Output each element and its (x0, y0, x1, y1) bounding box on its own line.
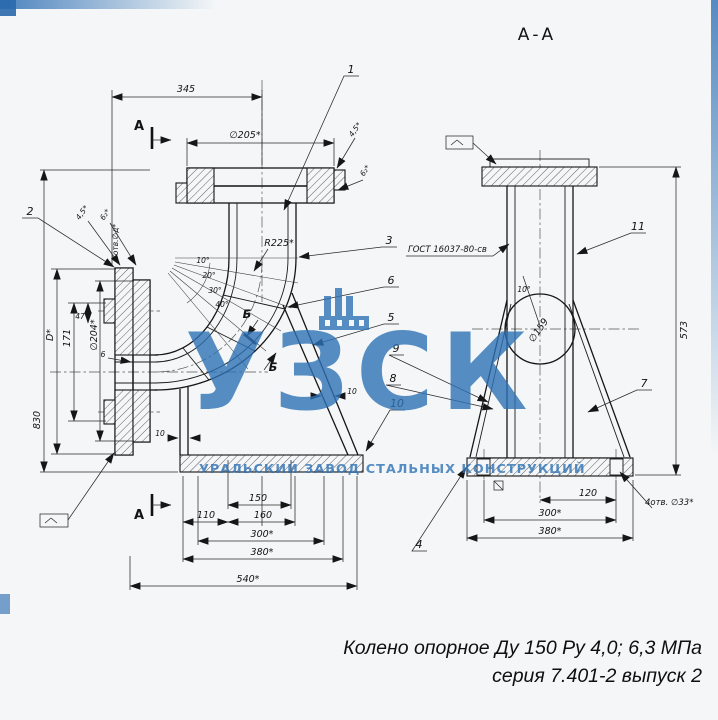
section-flange (481, 158, 598, 187)
centerlines-right (472, 150, 640, 503)
dim-thk10-brace: 10 (310, 387, 357, 400)
dim-dia159-label: ∅159 (527, 317, 551, 345)
thk-62-left-label: 6₂* (98, 207, 112, 222)
horizontal-pipe (150, 354, 158, 391)
angle-20-label: 20° (202, 271, 216, 280)
callout-5: 5 (388, 311, 395, 324)
thk-45-left-label: 4,5* (74, 203, 91, 221)
dim-540-label: 540* (237, 574, 260, 585)
thk-62-right-label: 6₂* (358, 163, 372, 178)
thk-10-brace-label: 10 (347, 387, 357, 396)
support-left (179, 292, 359, 456)
base-plate-left (179, 454, 364, 473)
dim-dia205-label: ∅205* (229, 130, 260, 141)
section-pipe: ∅159 10° (504, 186, 576, 458)
top-flange (175, 167, 346, 204)
drawing-caption: Колено опорное Ду 150 Ру 4,0; 6,3 МПа се… (343, 634, 702, 691)
dim-573: 573 (599, 166, 690, 476)
dim-830-label: 830 (32, 411, 43, 429)
anchor-hole-right (609, 458, 624, 476)
dims-left-column: 47 ∅204* 171 D* 830 6 (32, 169, 178, 473)
callout-4: 4 (416, 538, 423, 551)
dim-150-label: 150 (249, 493, 267, 504)
flange-section-hatch (186, 167, 215, 204)
detail-b2-label: Б (269, 360, 278, 374)
dim-573-label: 573 (679, 321, 690, 339)
holes-note-label: 4отв. ∅33* (645, 498, 693, 508)
dim-300-right-label: 300* (539, 508, 562, 519)
dim-thk10-column: 10 (155, 429, 201, 442)
dim-120-label: 120 (579, 488, 597, 499)
callout-7: 7 (641, 377, 648, 390)
dim-345: 345 (111, 84, 263, 265)
miter-seam (222, 294, 286, 310)
anchor-hole-left (476, 458, 491, 476)
callout-2: 2 (27, 205, 34, 218)
thk-45-right-label: 4,5* (347, 120, 364, 138)
section-view: А-А (406, 25, 693, 552)
weld-symbol-right (445, 135, 497, 165)
base-plate-right (466, 457, 634, 491)
caption-line2: серия 7.401-2 выпуск 2 (492, 665, 702, 688)
dim-dia205: ∅205* (186, 130, 335, 166)
weld-symbol-left (39, 452, 115, 528)
callout-6: 6 (388, 274, 395, 287)
callout-3: 3 (386, 234, 393, 247)
section-cut-marks: А А (134, 119, 172, 523)
dim-flange-thickness-left: 4,5* 6₂* 6отв.∅д* (74, 203, 137, 266)
angle-fan: 10° 20° 30° 40° (167, 256, 299, 370)
dim-47-label: 47 (75, 312, 85, 321)
detail-b1-label: Б (243, 307, 252, 321)
weld-6-label: 6 (101, 350, 106, 359)
dim-radius: R225* (253, 238, 294, 272)
callouts-right: 11 7 4 (411, 220, 652, 552)
callout-9: 9 (393, 342, 400, 355)
technical-drawing: 10° 20° 30° 40° (22, 25, 693, 590)
dim-300-left-label: 300* (251, 529, 274, 540)
vertical-pipe (228, 203, 297, 258)
cut-label-top: А (134, 119, 144, 134)
main-view: 10° 20° 30° 40° (22, 63, 494, 590)
flange-holes-note: 6отв.∅д* (111, 224, 120, 260)
side-flange (103, 267, 157, 456)
callout-11: 11 (631, 220, 645, 233)
dim-380-right-label: 380* (539, 526, 562, 537)
dim-380-left-label: 380* (251, 547, 274, 558)
dim-110-label: 110 (197, 510, 215, 521)
elbow (154, 257, 297, 391)
radius-label: R225* (264, 238, 294, 249)
dims-bottom-right: 120 300* 380* 4отв. ∅33* (466, 471, 693, 542)
dim-160-label: 160 (254, 510, 272, 521)
detail-b-marks: Б Б (243, 307, 278, 374)
angle-10-right-label: 10° (517, 285, 531, 294)
dim-345-label: 345 (177, 84, 195, 95)
gost-note: ГОСТ 16037-80-св (406, 243, 510, 257)
dim-D-label: D* (45, 329, 56, 341)
angle-40-label: 40° (215, 300, 229, 309)
callouts-left: 1 2 3 6 5 9 8 10 (22, 63, 494, 452)
dim-dia204-label: ∅204* (89, 319, 100, 350)
callout-8: 8 (390, 372, 397, 385)
angle-10-label: 10° (196, 256, 210, 265)
gost-label: ГОСТ 16037-80-св (408, 245, 487, 255)
callout-10: 10 (390, 397, 404, 410)
callout-1: 1 (348, 63, 355, 76)
dims-bottom-left: 150 110 160 300* 380* 540* (129, 460, 358, 590)
angle-30-label: 30° (208, 286, 222, 295)
caption-line1: Колено опорное Ду 150 Ру 4,0; 6,3 МПа (343, 637, 702, 659)
dim-171-label: 171 (62, 329, 73, 347)
thk-10-column-label: 10 (155, 429, 165, 438)
cut-label-bottom: А (134, 508, 144, 523)
section-title: А-А (518, 25, 556, 45)
ground-symbol (493, 480, 504, 491)
